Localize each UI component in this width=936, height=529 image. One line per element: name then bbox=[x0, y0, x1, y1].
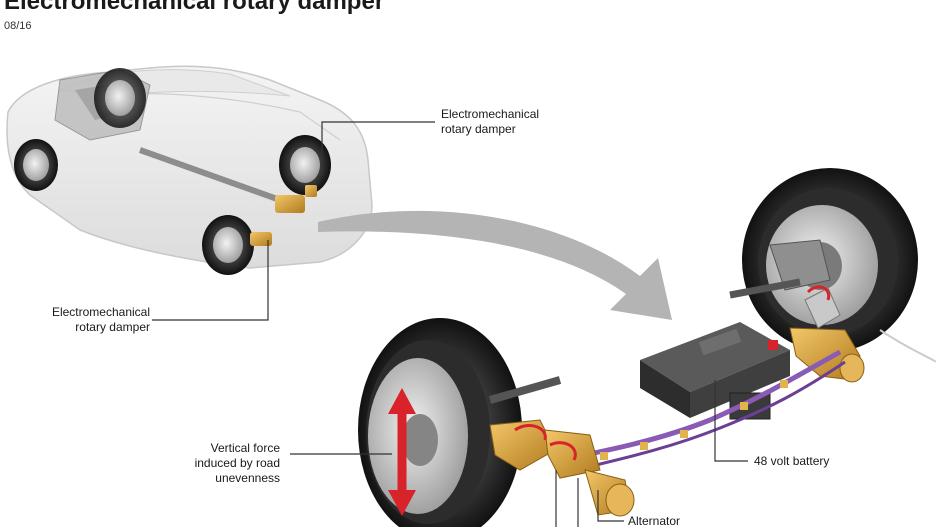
leader-alternator bbox=[597, 490, 624, 522]
callout-damper-front: Electromechanical rotary damper bbox=[51, 305, 150, 334]
callout-alternator: Alternator bbox=[628, 514, 681, 528]
wheel-right bbox=[742, 168, 936, 363]
callout-damper-rear: Electromechanical rotary damper bbox=[441, 107, 540, 136]
leader-damper-front bbox=[152, 240, 269, 321]
car-damper-front bbox=[250, 232, 272, 246]
rotary-damper-right bbox=[789, 285, 865, 383]
rotary-damper-left bbox=[489, 419, 635, 517]
car-damper-rear bbox=[275, 195, 305, 213]
car-cutaway bbox=[6, 65, 373, 275]
page-title: Electromechanical rotary damper bbox=[4, 0, 385, 15]
flow-arrow bbox=[318, 210, 672, 320]
page-date: 08/16 bbox=[4, 20, 32, 32]
wheel-left bbox=[358, 318, 522, 527]
cable-harness bbox=[559, 349, 842, 463]
callout-vertical-force: Vertical force induced by road unevennes… bbox=[194, 441, 280, 485]
callout-battery: 48 volt battery bbox=[754, 454, 830, 468]
leader-damper-rear bbox=[321, 121, 435, 176]
vertical-force-arrow bbox=[388, 388, 416, 516]
leader-battery bbox=[714, 380, 748, 462]
